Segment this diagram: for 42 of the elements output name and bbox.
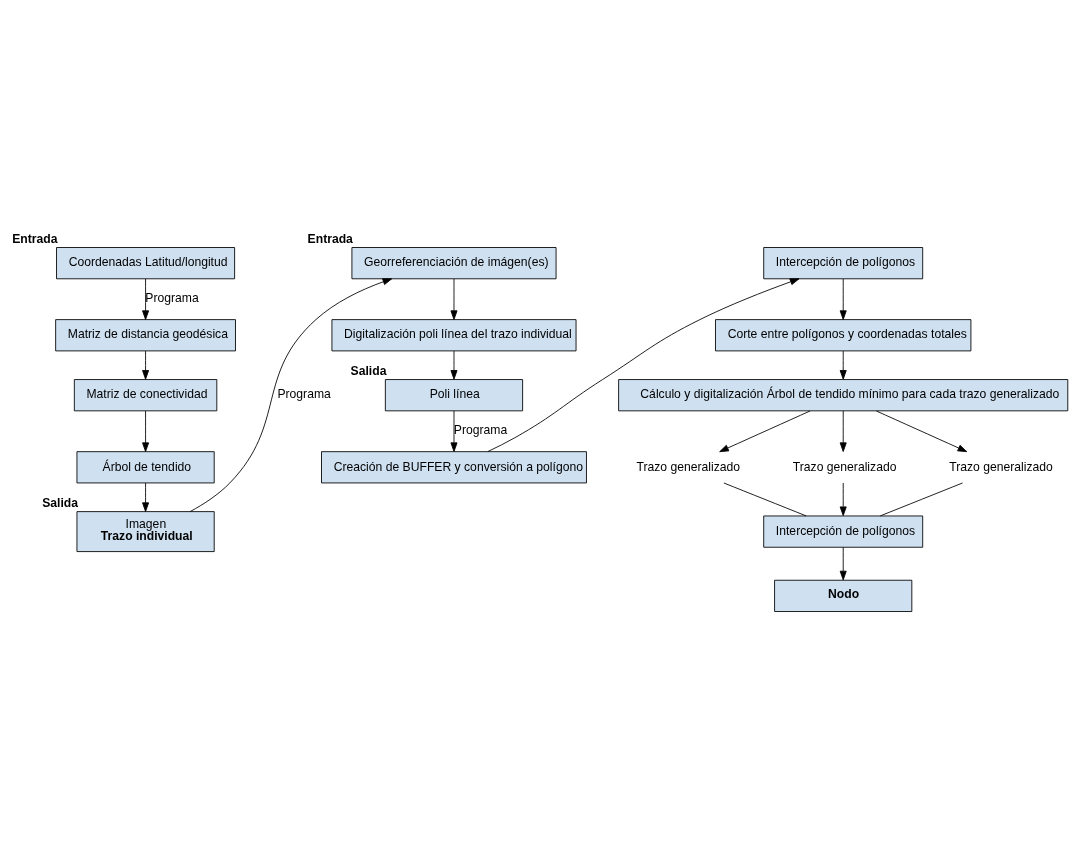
node-box: Coordenadas Latitud/longitud [56, 247, 236, 280]
arrow [719, 410, 811, 453]
node-box: Árbol de tendido [76, 451, 215, 484]
arrow [839, 482, 847, 516]
arrow [450, 278, 458, 320]
node-box: Georreferenciación de imágen(es) [351, 247, 557, 280]
edge-label: Programa [145, 291, 199, 306]
arrow [839, 350, 847, 380]
arrow [839, 410, 847, 452]
arrow [142, 278, 150, 320]
connector [879, 482, 963, 517]
node-box: Poli línea [384, 379, 524, 412]
edge-label: Programa [277, 387, 331, 402]
arrow [189, 278, 393, 512]
node-box: Matriz de distancia geodésica [55, 319, 236, 352]
node-text: Trazo generalizado [792, 459, 897, 474]
node-box: Digitalización poli línea del trazo individual [331, 319, 577, 352]
arrow [875, 410, 968, 453]
node-box: Creación de BUFFER y conversión a polígono [321, 451, 587, 484]
arrow [142, 410, 150, 452]
node-box: Intercepción de polígonos [763, 247, 924, 280]
node-box: Intercepción de polígonos [763, 515, 924, 548]
arrow [450, 350, 458, 380]
arrow [839, 278, 847, 320]
edge-label: Programa [453, 423, 508, 438]
arrow [450, 410, 458, 452]
node-label: Entrada [307, 232, 353, 247]
node-label: Salida [350, 364, 387, 379]
node-box: Cálculo y digitalización Árbol de tendido mínimo para cada trazo generalizado [618, 379, 1069, 412]
node-label: Entrada [12, 232, 58, 247]
node-label: Salida [42, 496, 78, 511]
arrow [142, 350, 150, 380]
node-text: Trazo generalizado [949, 459, 1053, 474]
connector [723, 482, 807, 517]
node-box: Matriz de conectividad [73, 379, 218, 412]
node-text: Trazo generalizado [636, 459, 741, 474]
node-box: Imagen Trazo individual [76, 511, 215, 552]
arrow [487, 278, 800, 452]
arrow [839, 546, 847, 581]
node-box: Corte entre polígonos y coordenadas totales [715, 319, 972, 352]
node-box: Nodo [774, 579, 913, 612]
arrow [142, 482, 150, 512]
